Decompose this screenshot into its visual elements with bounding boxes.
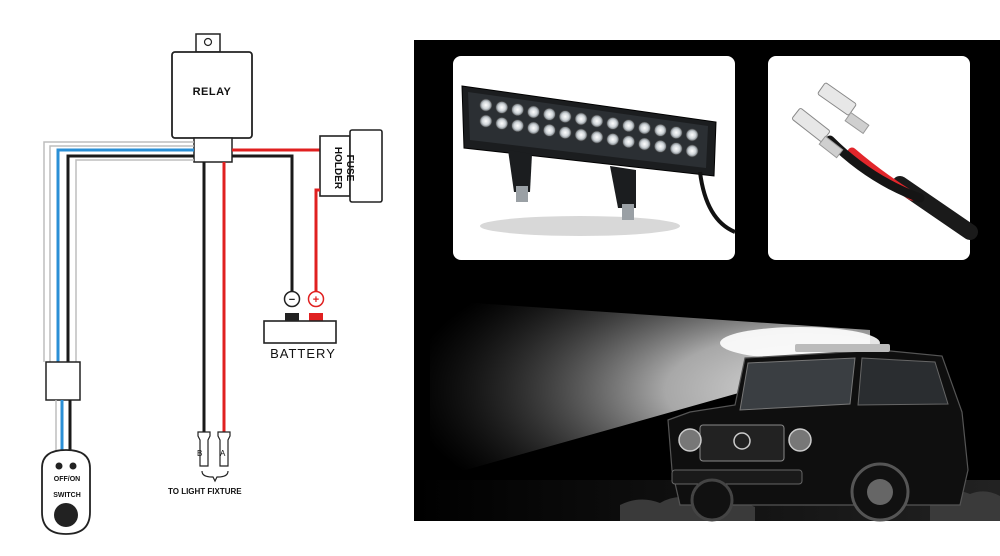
led-dot bbox=[479, 114, 493, 128]
wire-gray-1 bbox=[43, 141, 194, 362]
wire-gray-2 bbox=[49, 145, 194, 362]
battery-positive-terminal bbox=[307, 290, 325, 308]
battery-body bbox=[263, 320, 337, 344]
battery-negative-sign: − bbox=[289, 294, 295, 306]
suv-headlight-right bbox=[788, 428, 812, 452]
battery-negative-terminal bbox=[283, 290, 301, 308]
wire-gray-3 bbox=[75, 159, 194, 362]
fuse-holder-label-line2: HOLDER bbox=[332, 146, 343, 190]
battery-label: BATTERY bbox=[270, 346, 336, 361]
plug-a-label: A bbox=[220, 449, 226, 458]
led-dot bbox=[527, 105, 540, 119]
wire-blue bbox=[56, 148, 194, 362]
led-dot bbox=[606, 117, 620, 130]
mount-bracket-left bbox=[508, 150, 532, 192]
plug-b-label: B bbox=[197, 449, 203, 458]
led-dot bbox=[511, 103, 524, 116]
suv-windshield bbox=[739, 357, 856, 411]
led-dot bbox=[590, 114, 604, 128]
led-dot bbox=[527, 121, 540, 135]
suv-emblem bbox=[733, 432, 751, 450]
switch-label-switch: SWITCH bbox=[53, 492, 81, 499]
fuse-holder-label: FUSE HOLDER bbox=[313, 143, 373, 193]
card-frame bbox=[768, 56, 970, 260]
switch-led-left bbox=[55, 462, 63, 470]
fuse-holder-label-line1: FUSE bbox=[344, 154, 355, 182]
led-dot bbox=[558, 110, 572, 123]
led-dot bbox=[622, 135, 635, 148]
led-dot bbox=[606, 133, 620, 146]
led-dot bbox=[543, 108, 556, 121]
switch-body bbox=[41, 449, 91, 535]
led-array bbox=[479, 98, 699, 158]
led-dot bbox=[574, 128, 588, 142]
plug-b-connector bbox=[197, 431, 211, 467]
led-dot bbox=[685, 144, 699, 158]
suv-grille bbox=[699, 424, 785, 462]
relay-mount-hole bbox=[203, 37, 213, 47]
battery-post-positive bbox=[309, 313, 323, 321]
relay-label: RELAY bbox=[192, 86, 232, 98]
led-dot bbox=[685, 128, 699, 142]
switch-led-right bbox=[69, 462, 77, 470]
suv-rear-wheel-hub bbox=[867, 479, 893, 505]
led-dot bbox=[558, 126, 572, 139]
mount-bolt-right bbox=[622, 204, 634, 220]
led-dot bbox=[622, 119, 635, 132]
fixture-bracket bbox=[201, 470, 229, 483]
suv-bumper bbox=[671, 469, 803, 485]
switch-label-off-on: OFF/ON bbox=[53, 476, 81, 483]
suv-roof-light-bar bbox=[795, 344, 890, 352]
spade-terminal-lower bbox=[792, 108, 844, 159]
led-dot bbox=[638, 121, 651, 135]
suv-headlight-left bbox=[678, 428, 702, 452]
fuse-holder-cap bbox=[349, 129, 383, 203]
wire-black-switch bbox=[66, 154, 194, 362]
led-dot bbox=[479, 98, 493, 112]
light-fixture-label: TO LIGHT FIXTURE bbox=[168, 487, 242, 496]
led-dot bbox=[495, 117, 509, 130]
plug-a-connector bbox=[217, 431, 231, 467]
led-dot bbox=[574, 112, 588, 126]
battery-positive-sign: + bbox=[313, 294, 319, 306]
wire-black-to-battery bbox=[232, 154, 294, 292]
switch-connector bbox=[45, 361, 81, 401]
suv-side-window bbox=[857, 357, 949, 406]
product-photo-panel bbox=[414, 40, 1000, 522]
connector-closeup-card bbox=[768, 56, 978, 260]
switch-button bbox=[54, 503, 78, 527]
led-dot bbox=[669, 142, 683, 155]
led-dot bbox=[654, 124, 667, 137]
wiring-diagram: − + bbox=[41, 33, 383, 535]
light-bar-cable bbox=[698, 171, 736, 234]
led-dot bbox=[495, 101, 509, 114]
suv-front-wheel bbox=[690, 478, 734, 522]
wire-red-to-battery bbox=[314, 188, 320, 292]
led-dot bbox=[543, 124, 556, 137]
led-dot bbox=[590, 130, 604, 144]
led-dot bbox=[669, 126, 683, 139]
battery-post-negative bbox=[285, 313, 299, 321]
light-bar-shadow bbox=[480, 216, 680, 236]
relay-connector bbox=[193, 137, 233, 163]
suv-vehicle bbox=[667, 344, 969, 522]
led-dot bbox=[511, 119, 524, 132]
led-dot bbox=[638, 137, 651, 151]
led-dot bbox=[654, 140, 667, 153]
spade-terminal-upper bbox=[817, 82, 870, 135]
mount-bracket-right bbox=[610, 166, 636, 208]
mount-bolt-left bbox=[516, 186, 528, 202]
led-light-bar-card bbox=[453, 56, 736, 260]
fuse-holder-box bbox=[319, 135, 351, 197]
